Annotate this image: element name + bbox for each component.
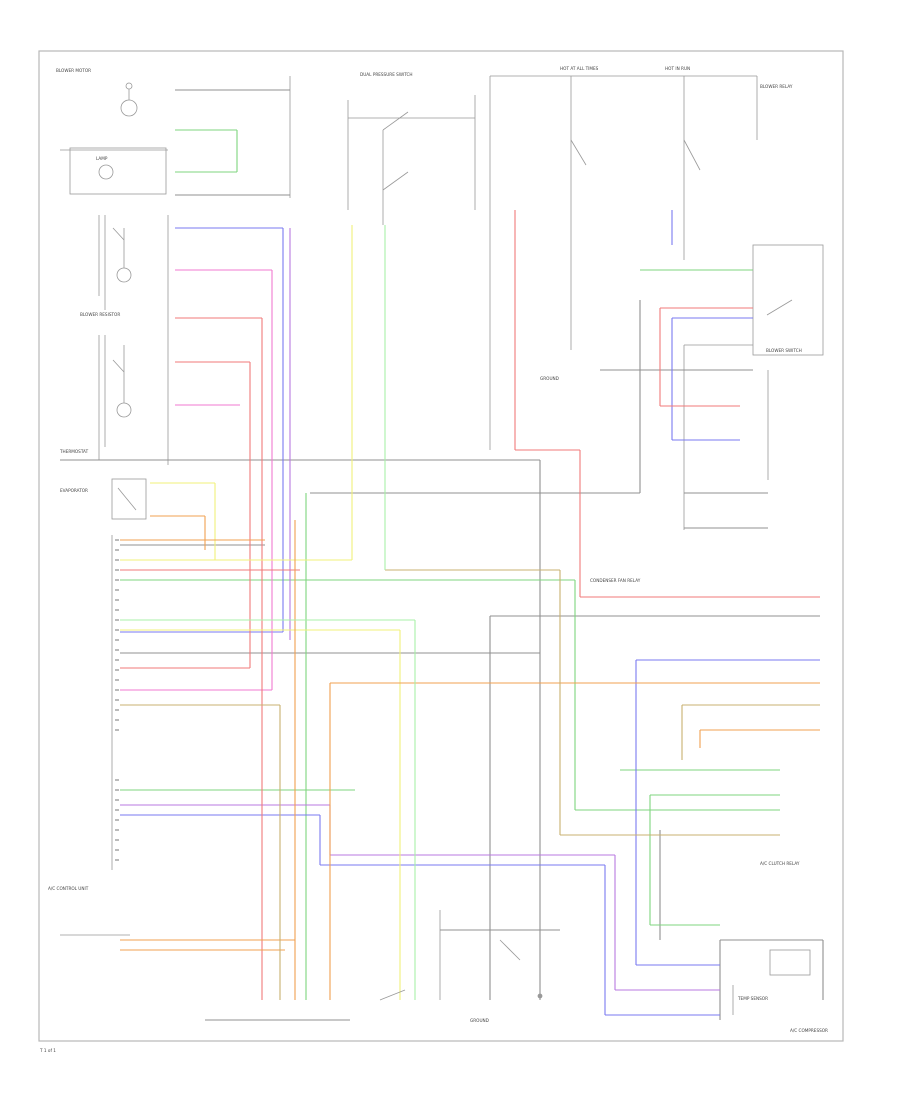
diagram-frame xyxy=(38,50,844,1042)
label-thermostat: THERMOSTAT xyxy=(59,449,89,454)
black-wires xyxy=(60,89,824,1021)
label-ac-control-unit: A/C CONTROL UNIT xyxy=(48,886,89,891)
label-ac-compressor: A/C COMPRESSOR xyxy=(790,1028,828,1033)
bottom-components xyxy=(379,910,811,1015)
module-box-small xyxy=(111,478,147,520)
label-ground-1: GROUND xyxy=(540,376,559,381)
compressor-box xyxy=(769,949,811,976)
label-lamp: LAMP xyxy=(96,156,108,161)
label-blower-resistor: BLOWER RESISTOR xyxy=(80,312,120,317)
violet-pink-wires xyxy=(120,228,720,991)
connector-pins xyxy=(115,539,119,861)
label-blower-motor: BLOWER MOTOR xyxy=(56,68,91,73)
component-labels: BLOWER MOTOR LAMP BLOWER RESISTOR THERMO… xyxy=(39,66,828,1053)
green-wires xyxy=(120,129,780,1000)
label-ignition: HOT IN RUN xyxy=(665,66,690,71)
label-fan-relay: CONDENSER FAN RELAY xyxy=(590,578,641,583)
blue-wires xyxy=(120,210,820,1016)
control-unit-connector xyxy=(60,535,130,936)
relay-coil xyxy=(116,267,132,283)
label-pressure-switch: DUAL PRESSURE SWITCH xyxy=(360,72,413,77)
tan-wires xyxy=(120,225,820,1000)
orange-wires xyxy=(120,515,820,1000)
top-left-components xyxy=(60,76,291,520)
blower-switch-box xyxy=(752,244,824,356)
red-wires xyxy=(120,210,820,1000)
motor-symbol xyxy=(120,99,138,117)
label-hot-fuse: HOT AT ALL TIMES xyxy=(560,66,599,71)
label-ground-2: GROUND xyxy=(470,1018,489,1023)
relay-area-top-right xyxy=(489,75,824,530)
lamp-symbol xyxy=(98,164,114,180)
label-blower-switch: BLOWER SWITCH xyxy=(766,348,802,353)
pressure-switch-assembly xyxy=(347,95,476,225)
label-temp-sensor: TEMP SENSOR xyxy=(737,996,768,1001)
label-blower-relay: BLOWER RELAY xyxy=(760,84,793,89)
yellow-wires xyxy=(120,225,401,1000)
label-ac-clutch-relay: A/C CLUTCH RELAY xyxy=(760,861,800,866)
label-evaporator: EVAPORATOR xyxy=(60,488,88,493)
label-page-code: T 1 of 1 xyxy=(39,1048,56,1053)
